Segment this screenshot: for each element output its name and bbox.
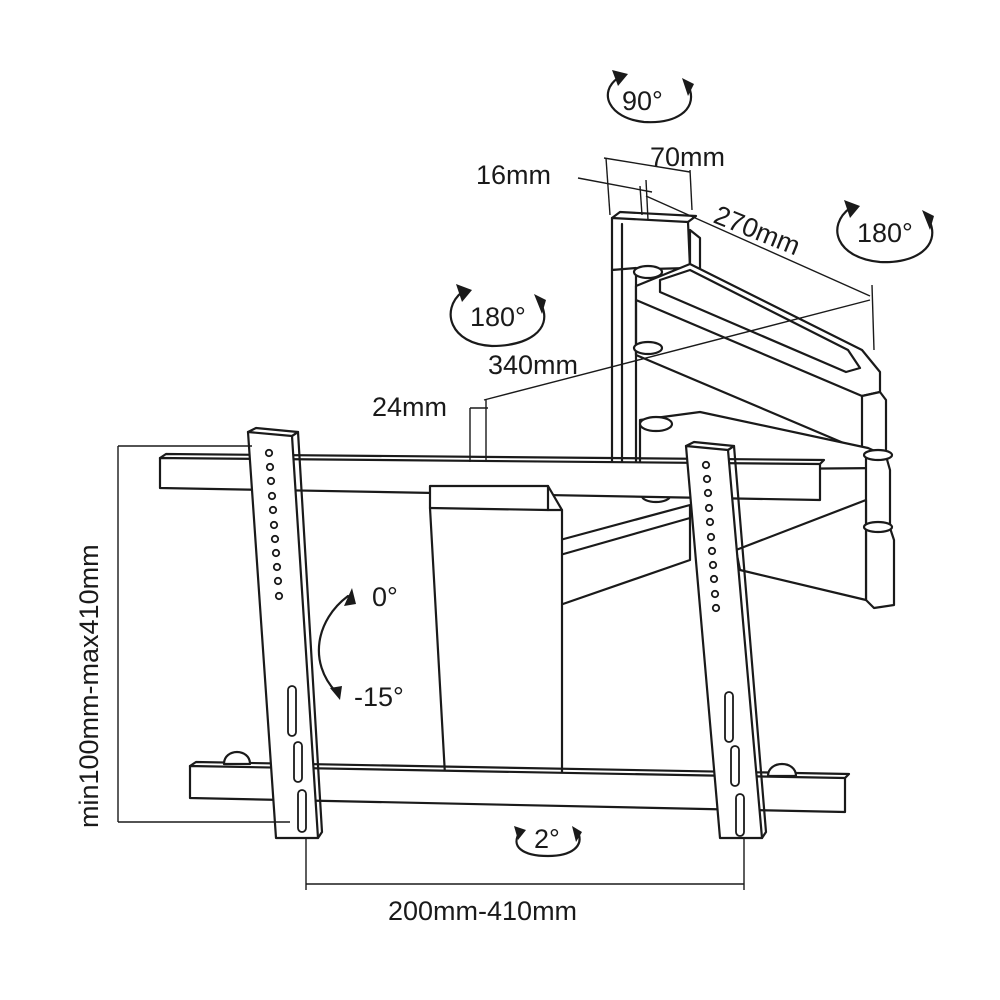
label-horizontal-range: 200mm-410mm bbox=[388, 896, 577, 926]
label-tilt-top: 0° bbox=[372, 582, 398, 612]
label-depth-min: 16mm bbox=[476, 160, 551, 190]
top-rail bbox=[158, 452, 826, 502]
rotate-180-right-icon bbox=[836, 200, 934, 264]
label-tilt-bottom: -15° bbox=[354, 682, 404, 712]
left-vertical-bracket bbox=[246, 426, 324, 840]
right-vertical-bracket bbox=[684, 440, 768, 840]
label-swivel-level: 2° bbox=[534, 824, 560, 854]
right-bracket-holes bbox=[701, 460, 745, 837]
label-width-wall: 70mm bbox=[650, 142, 725, 172]
label-rotation-arm-left: 180° bbox=[470, 302, 526, 332]
dimension-lines bbox=[117, 157, 875, 890]
label-arm-extension: 340mm bbox=[488, 350, 578, 380]
rotate-90-icon bbox=[606, 70, 694, 124]
upper-arm bbox=[632, 262, 888, 458]
label-plate-depth: 24mm bbox=[372, 392, 447, 422]
connector-arm bbox=[558, 503, 692, 607]
label-rotation-top: 90° bbox=[622, 86, 663, 116]
wall-plate bbox=[610, 210, 702, 476]
rotate-180-left-icon bbox=[449, 284, 546, 348]
label-arm-length: 270mm bbox=[710, 200, 805, 262]
tilt-block bbox=[428, 484, 564, 777]
label-vertical-range: min100mm-max410mm bbox=[74, 544, 104, 828]
label-rotation-arm-right: 180° bbox=[857, 218, 913, 248]
tilt-arrow-icon bbox=[317, 588, 356, 700]
rotation-arrows bbox=[317, 70, 934, 858]
swivel-2-icon bbox=[514, 826, 582, 858]
bottom-rail bbox=[188, 750, 851, 814]
left-bracket-holes bbox=[264, 448, 307, 833]
